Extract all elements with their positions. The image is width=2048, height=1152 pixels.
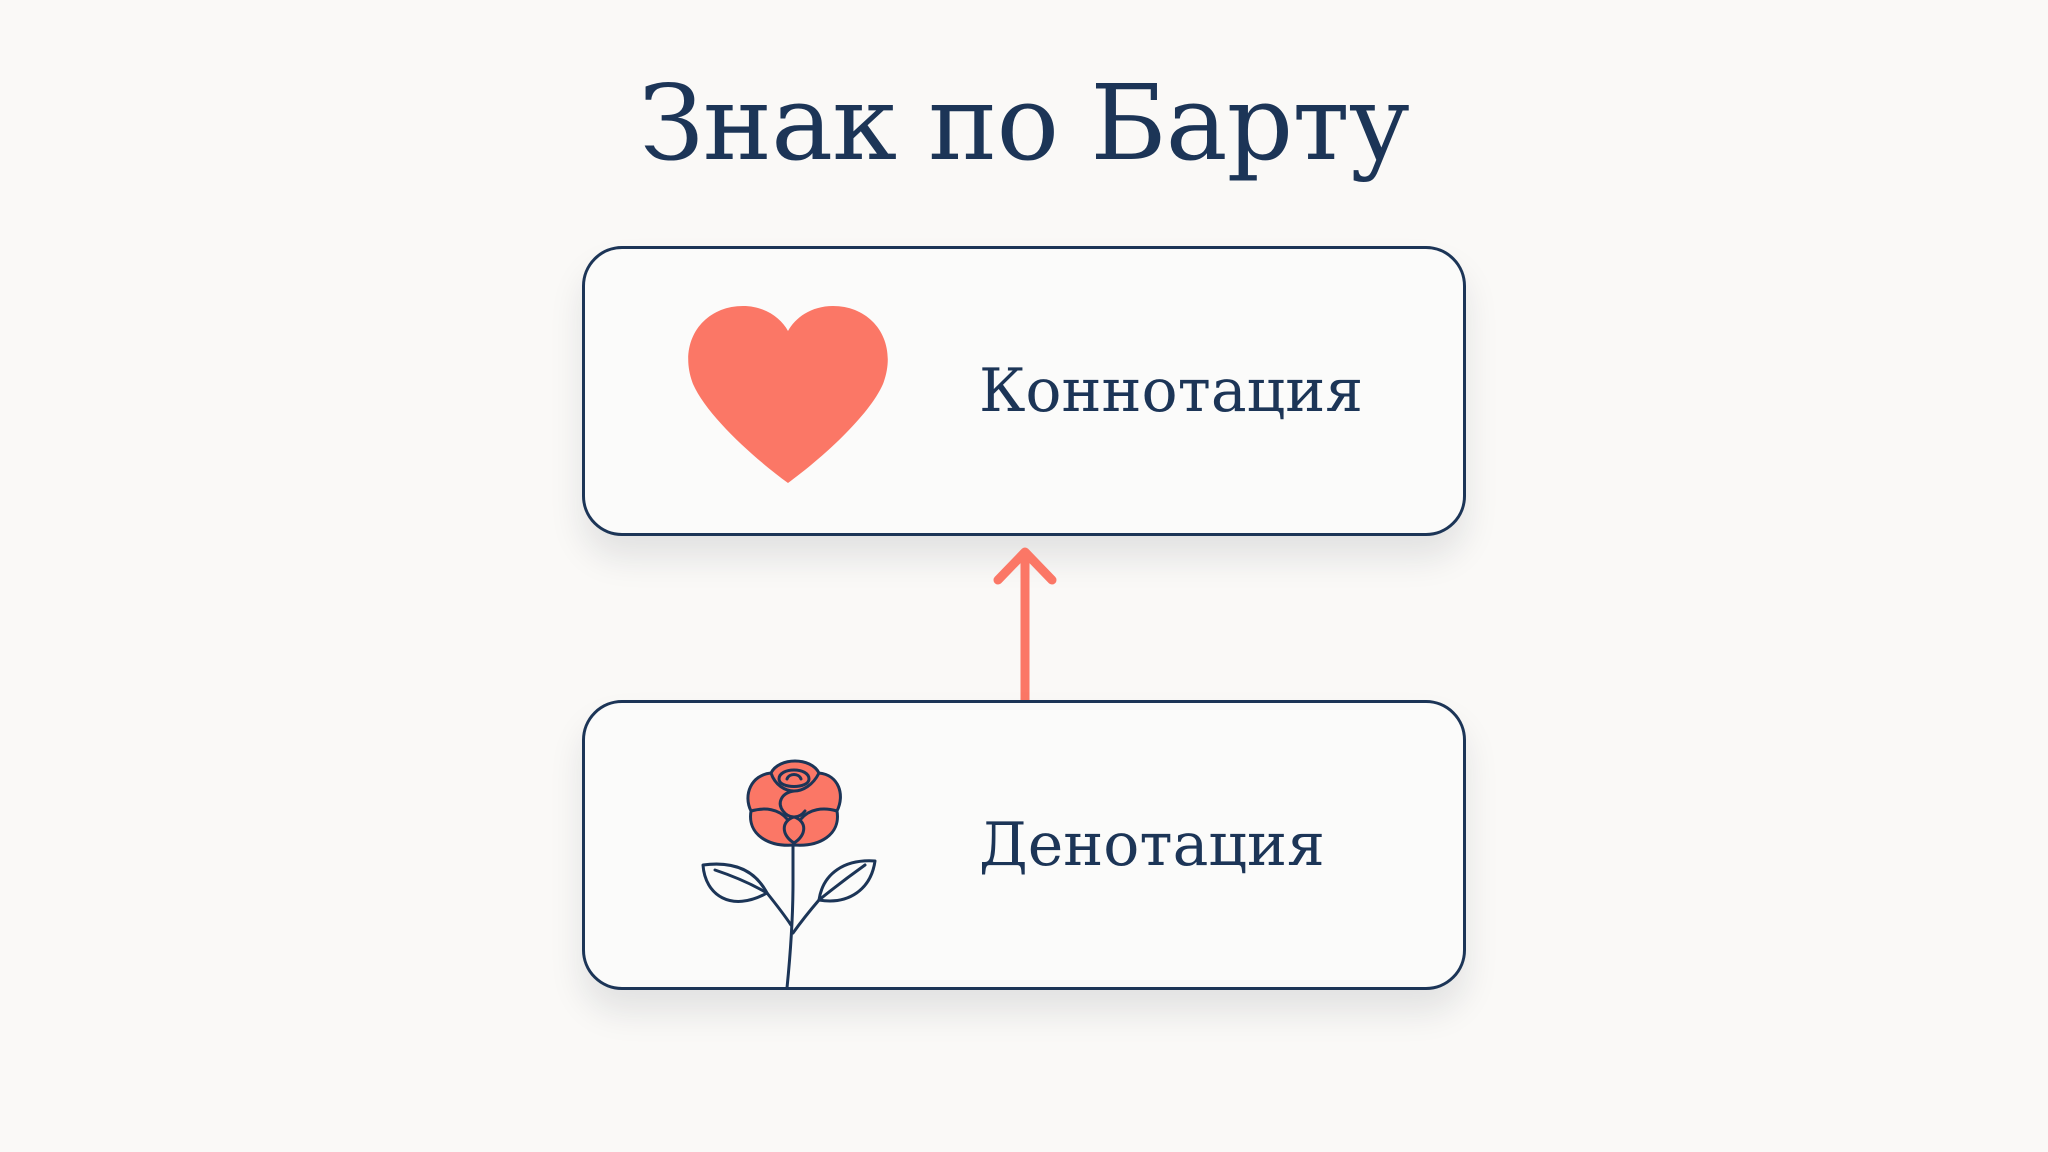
diagram-title: Знак по Барту bbox=[639, 62, 1410, 184]
denotation-label: Денотация bbox=[979, 810, 1325, 880]
up-arrow bbox=[993, 547, 1057, 705]
connotation-box: Коннотация bbox=[582, 246, 1466, 536]
rose-icon bbox=[701, 759, 877, 990]
heart-icon bbox=[688, 306, 888, 483]
connotation-label: Коннотация bbox=[979, 356, 1364, 426]
denotation-box: Денотация bbox=[582, 700, 1466, 990]
